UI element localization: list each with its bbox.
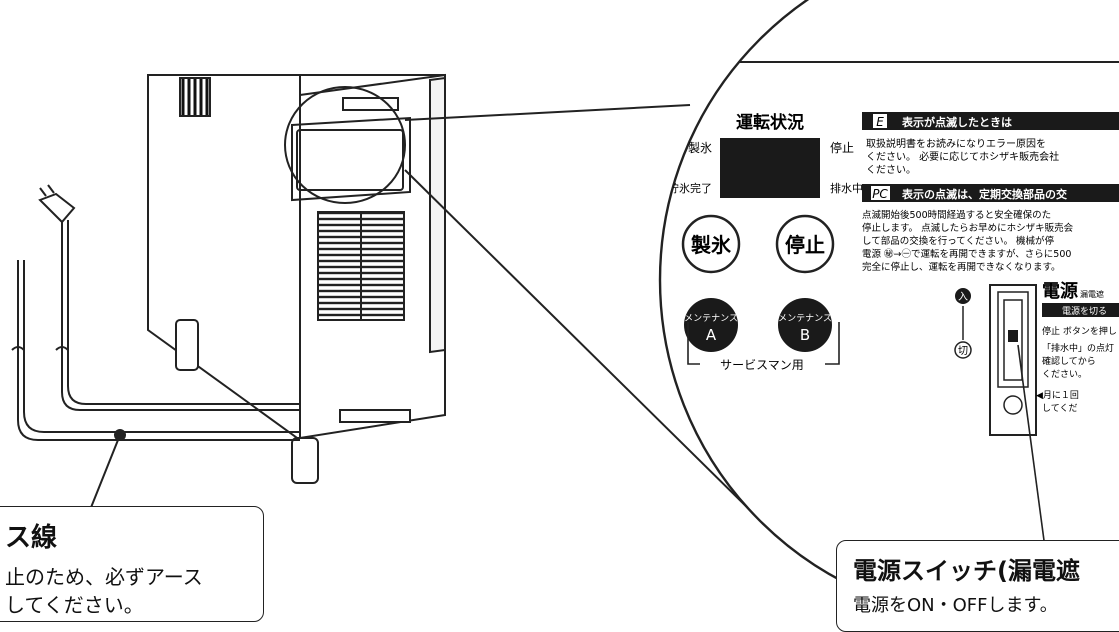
status-title: 運転状況 xyxy=(736,112,804,133)
power-band-label: 電源を切る xyxy=(1062,306,1107,317)
error-note-line: ください。 必要に応じてホシザキ販売会社 xyxy=(866,150,1059,163)
switch-leader-line xyxy=(1017,344,1046,549)
status-full-label: 貯氷完了 xyxy=(668,181,712,195)
zoom-source-ellipse xyxy=(284,86,406,204)
pc-note-line: して部品の交換を行ってください。 機械が停 xyxy=(862,235,1054,247)
power-note-line: 停止 ボタンを押し xyxy=(1042,325,1117,337)
ice-button-label: 製氷 xyxy=(691,233,732,257)
off-mark-icon xyxy=(954,341,972,359)
status-stop-label: 停止 xyxy=(830,140,854,155)
status-drain-label: 排水中 xyxy=(830,181,863,195)
stop-button-label: 停止 xyxy=(785,233,825,257)
maintenance-b-label: メンテナンス xyxy=(778,313,832,324)
power-title-small: 漏電遮 xyxy=(1080,289,1104,299)
test-button[interactable] xyxy=(1003,395,1023,415)
ice-button[interactable] xyxy=(681,214,741,274)
ice-machine-illustration xyxy=(147,73,446,484)
power-note-line: ◀月に１回 xyxy=(1036,390,1079,401)
power-cord xyxy=(61,220,300,411)
pc-note-heading: 表示の点滅は、定期交換部品の交 xyxy=(901,187,1067,201)
earth-wire-line: してください。 xyxy=(5,593,144,617)
off-mark: 切 xyxy=(958,345,968,357)
power-title: 電源 xyxy=(1042,280,1078,302)
status-display xyxy=(720,138,820,198)
service-bracket xyxy=(687,322,840,365)
power-band xyxy=(1042,303,1119,317)
cords xyxy=(11,184,300,511)
status-ice-label: 製氷 xyxy=(688,141,712,155)
error-note-heading: 表示が点滅したときは xyxy=(901,115,1012,129)
machine-vent xyxy=(179,77,211,117)
stop-button[interactable] xyxy=(775,214,835,274)
pc-note-line: 完全に停止し、運転を再開できなくなります。 xyxy=(862,261,1061,273)
error-code: E xyxy=(876,115,884,129)
earth-wire xyxy=(17,260,300,441)
earth-wire-callout: ス線 止のため、必ずアース してください。 xyxy=(0,506,264,622)
power-switch-callout: 電源スイッチ(漏電遮 電源をON・OFFします。 xyxy=(836,540,1119,632)
drain-slot xyxy=(339,409,411,423)
earth-wire-title: ス線 xyxy=(5,523,58,553)
maintenance-b-button[interactable] xyxy=(778,298,832,352)
on-mark: 入 xyxy=(958,292,968,303)
error-note-line: 取扱説明書をお読みになりエラー原因を xyxy=(866,137,1046,150)
maintenance-a-button[interactable] xyxy=(684,298,738,352)
service-label: サービスマン用 xyxy=(720,358,804,372)
top-slot xyxy=(342,97,399,111)
pc-note-line: 電源 ㊙→㊀で運転を再開できますが、さらに500 xyxy=(862,248,1071,260)
maintenance-a-label: メンテナンス xyxy=(684,313,738,324)
power-note-line: ください。 xyxy=(1042,369,1087,380)
pc-note-line: 停止します。 点滅したらお早めにホシザキ販売会 xyxy=(862,222,1074,234)
power-note-line: 確認してから xyxy=(1042,355,1096,367)
machine-foot xyxy=(291,437,319,484)
machine-foot xyxy=(175,319,199,371)
pc-note-line: 点滅開始後500時間経過すると安全確保のた xyxy=(862,209,1051,221)
earth-wire-line: 止のため、必ずアース xyxy=(5,565,203,589)
pc-code: PC xyxy=(872,187,888,201)
power-note-line: 「排水中」の点灯 xyxy=(1042,342,1114,354)
on-mark-icon xyxy=(955,288,971,304)
maintenance-a-letter: A xyxy=(706,326,717,344)
machine-body xyxy=(147,74,301,442)
power-switch-title: 電源スイッチ(漏電遮 xyxy=(853,557,1080,585)
maintenance-b-letter: B xyxy=(800,326,810,344)
zoom-circle: 運転状況 製氷 停止 貯氷完了 排水中 製氷 停止 メンテナンス A メンテナン… xyxy=(284,0,1119,621)
power-note-line: してくだ xyxy=(1042,403,1077,414)
power-switch-desc: 電源をON・OFFします。 xyxy=(853,595,1058,616)
error-note-line: ください。 xyxy=(866,164,916,176)
